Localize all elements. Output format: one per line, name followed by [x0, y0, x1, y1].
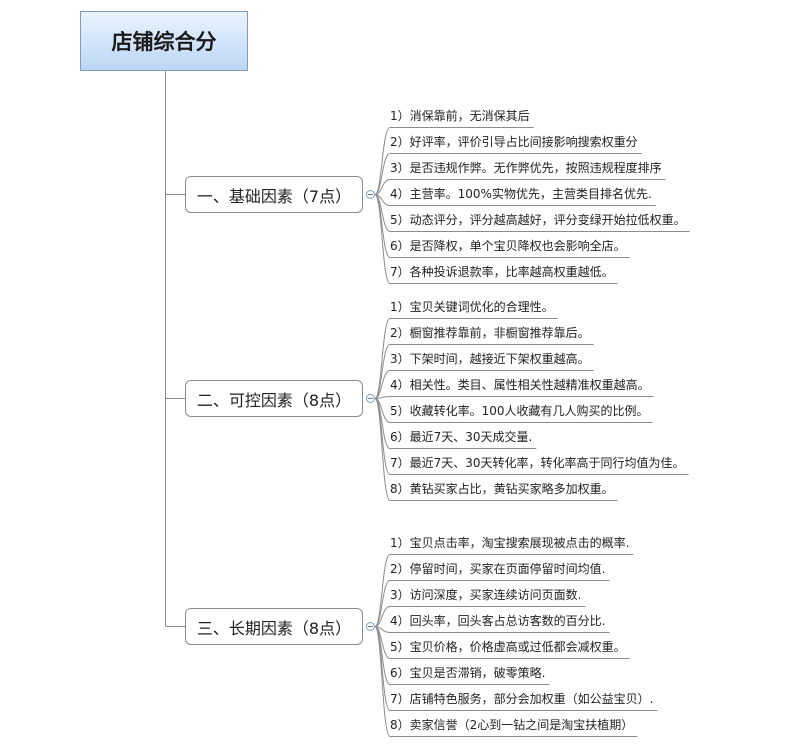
leaf-item[interactable]: 8）黄钻买家占比，黄钻买家略多加权重。 — [390, 482, 614, 496]
leaf-branch — [374, 580, 391, 627]
leaf-item[interactable]: 4）回头率，回头客占总访客数的百分比. — [390, 614, 606, 628]
leaf-item[interactable]: 4）相关性。类目、属性相关性越精准权重越高。 — [390, 378, 650, 392]
category-node-basic[interactable]: 一、基础因素（7点） — [185, 176, 363, 213]
leaf-item[interactable]: 7）最近7天、30天转化率，转化率高于同行均值为佳。 — [390, 456, 685, 470]
leaf-branch — [374, 626, 391, 737]
leaf-branch — [374, 606, 391, 627]
leaf-item[interactable]: 8）卖家信誉（2心到一钻之间是淘宝扶植期） — [390, 718, 634, 732]
leaf-item[interactable]: 2）橱窗推荐靠前，非橱窗推荐靠后。 — [390, 326, 590, 340]
leaf-item[interactable]: 2）停留时间，买家在页面停留时间均值. — [390, 562, 606, 576]
category-label: 一、基础因素（7点） — [196, 186, 352, 206]
leaf-branch — [374, 153, 391, 195]
leaf-item[interactable]: 1）消保靠前，无消保其后 — [390, 109, 530, 123]
leaf-item[interactable]: 7）店铺特色服务，部分会加权重（如公益宝贝）. — [390, 692, 654, 706]
collapse-icon[interactable] — [366, 190, 375, 199]
leaf-item[interactable]: 6）是否降权，单个宝贝降权也会影响全店。 — [390, 239, 626, 253]
category-label: 二、可控因素（8点） — [196, 390, 352, 410]
leaf-item[interactable]: 4）主营率。100%实物优先，主营类目排名优先. — [390, 187, 652, 201]
leaf-item[interactable]: 7）各种投诉退款率，比率越高权重越低。 — [390, 265, 614, 279]
leaf-branch — [374, 127, 391, 195]
leaf-branch — [374, 626, 391, 711]
collapse-icon[interactable] — [366, 394, 375, 403]
root-node[interactable]: 店铺综合分 — [80, 11, 248, 71]
category-label: 三、长期因素（8点） — [196, 618, 352, 638]
leaf-item[interactable]: 5）宝贝价格，价格虚高或过低都会减权重。 — [390, 640, 626, 654]
leaf-branch — [374, 398, 391, 501]
leaf-branch — [374, 370, 391, 399]
leaf-item[interactable]: 5）收藏转化率。100人收藏有几人购买的比例。 — [390, 404, 649, 418]
leaf-item[interactable]: 2）好评率，评价引导占比间接影响搜索权重分 — [390, 135, 638, 149]
leaf-branch — [374, 318, 391, 399]
leaf-item[interactable]: 5）动态评分，评分越高越好，评分变绿开始拉低权重。 — [390, 213, 686, 227]
leaf-item[interactable]: 6）宝贝是否滞销，破零策略. — [390, 666, 546, 680]
leaf-item[interactable]: 3）下架时间，越接近下架权重越高。 — [390, 352, 590, 366]
leaf-item[interactable]: 3）访问深度，买家连续访问页面数. — [390, 588, 582, 602]
category-node-controllable[interactable]: 二、可控因素（8点） — [185, 380, 363, 417]
leaf-branch — [374, 194, 391, 284]
category-node-long-term[interactable]: 三、长期因素（8点） — [185, 608, 363, 645]
leaf-item[interactable]: 1）宝贝关键词优化的合理性。 — [390, 300, 554, 314]
leaf-item[interactable]: 1）宝贝点击率，淘宝搜索展现被点击的概率. — [390, 536, 630, 550]
leaf-item[interactable]: 3）是否违规作弊。无作弊优先，按照违规程度排序 — [390, 161, 662, 175]
root-title: 店铺综合分 — [111, 30, 217, 54]
collapse-icon[interactable] — [366, 622, 375, 631]
leaf-item[interactable]: 6）最近7天、30天成交量. — [390, 430, 533, 444]
leaf-branch — [374, 179, 391, 195]
leaf-branch — [374, 398, 391, 475]
